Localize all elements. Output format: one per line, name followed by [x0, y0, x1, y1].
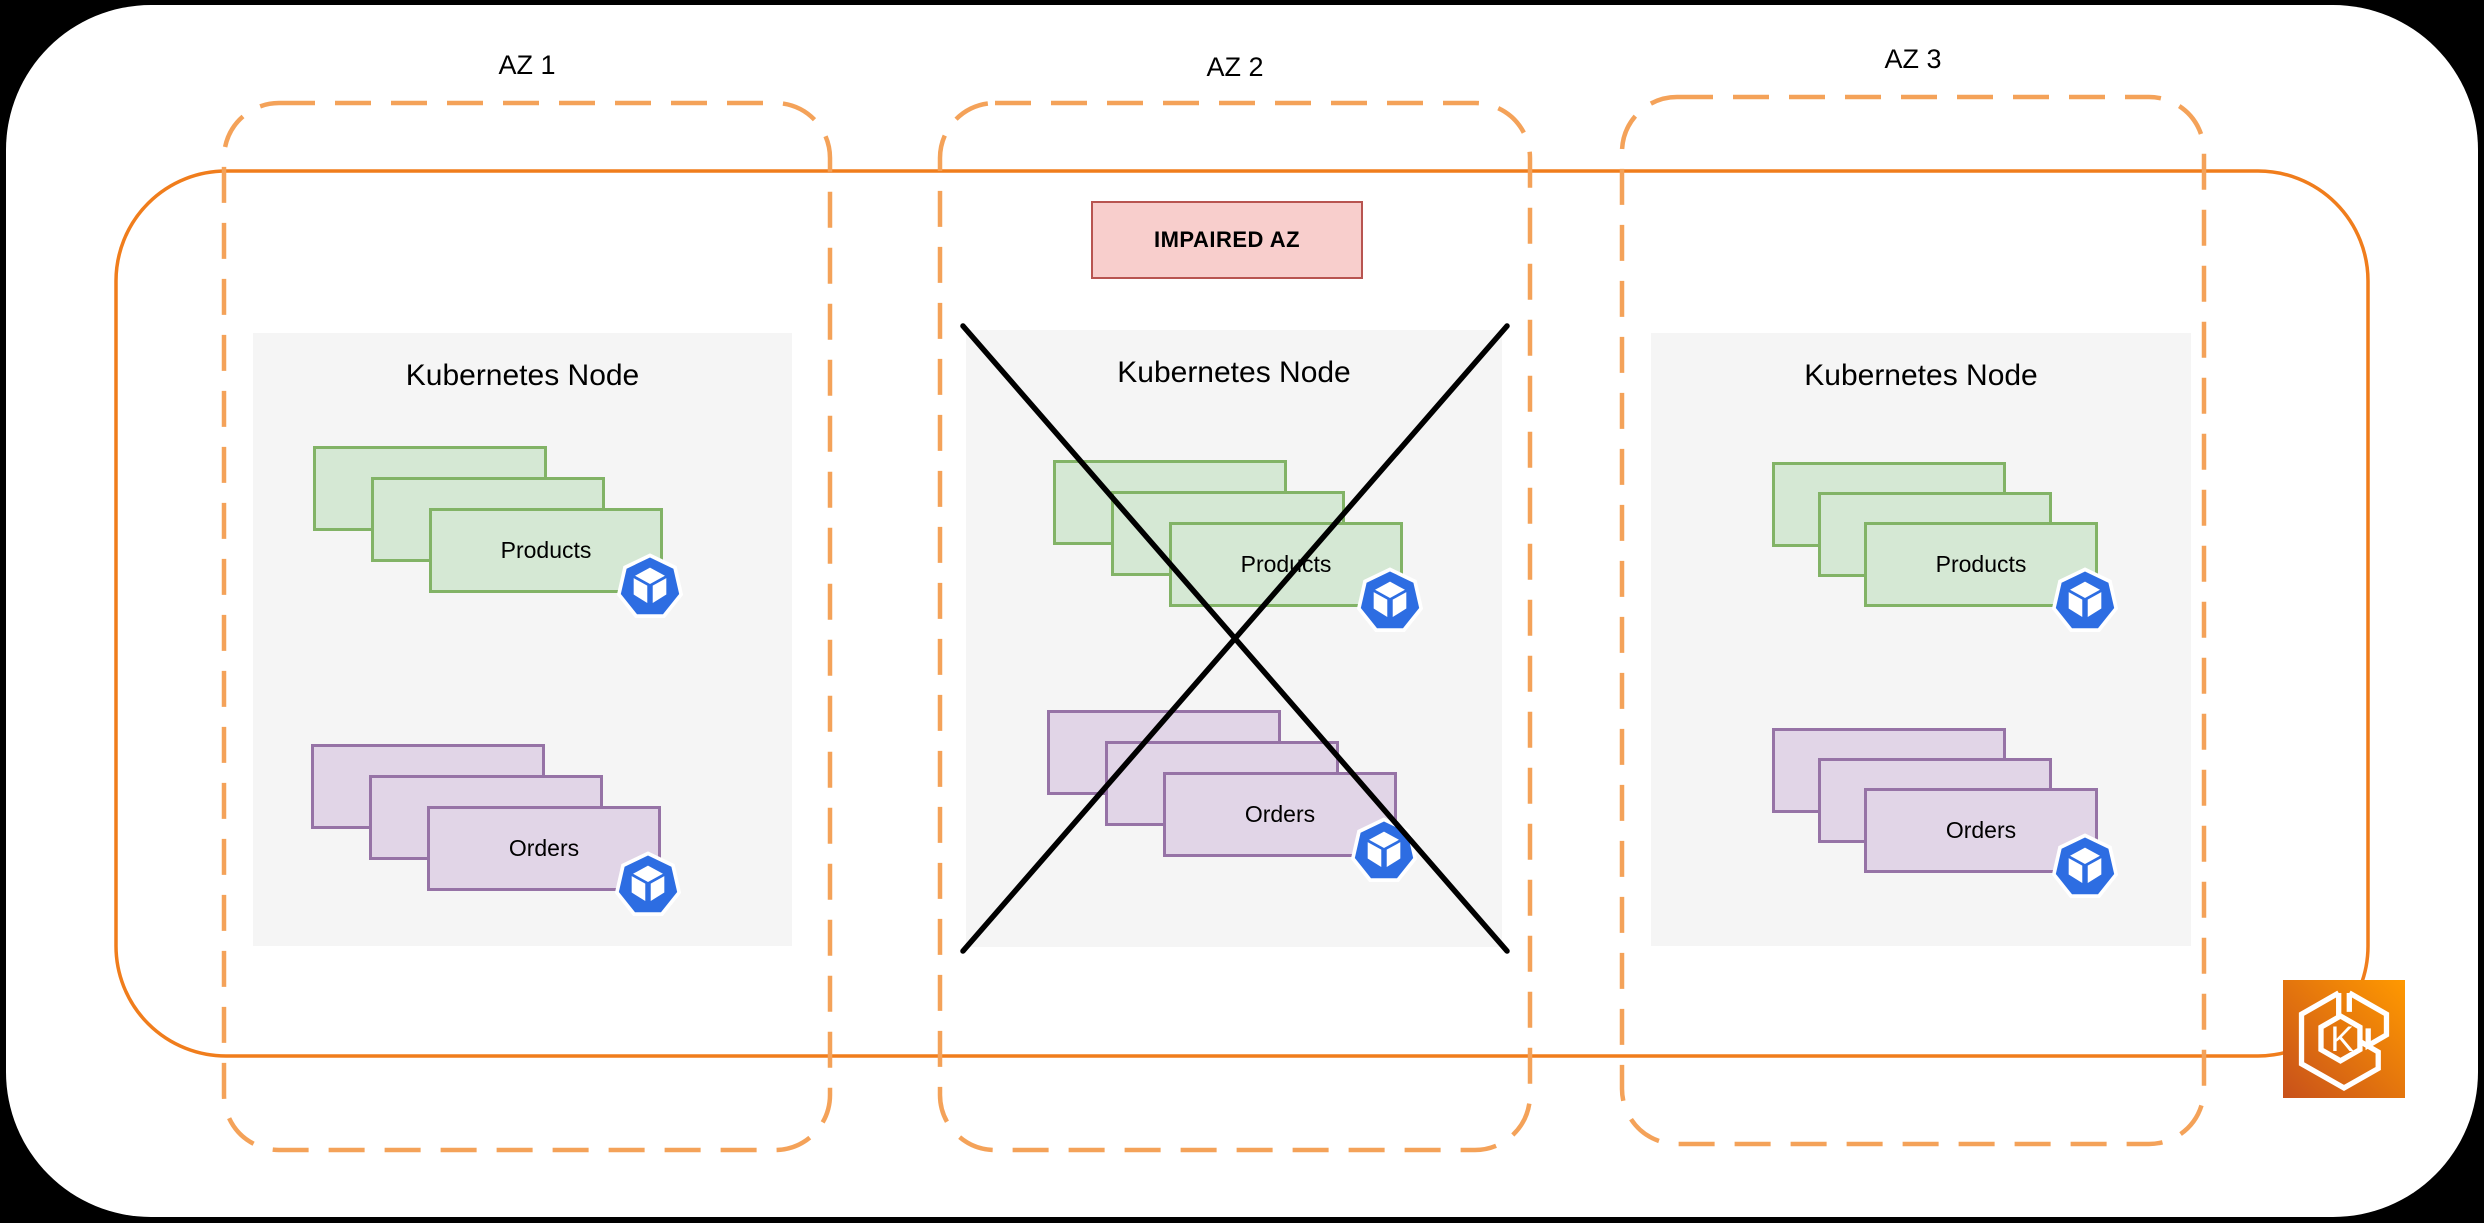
az1-node-title: Kubernetes Node: [405, 359, 640, 392]
products-label: Products: [1935, 551, 2027, 577]
kubernetes-pod-icon: [1356, 567, 1424, 632]
kubernetes-pod-icon: [614, 851, 682, 916]
az1-products-stack: Products: [313, 446, 684, 618]
az2-products-stack: Products: [1053, 460, 1424, 632]
az1-label: AZ 1: [498, 50, 556, 80]
az2-orders-stack: Orders: [1047, 710, 1418, 882]
products-label: Products: [500, 537, 592, 563]
az3-products-stack: Products: [1772, 462, 2119, 632]
kubernetes-pod-icon: [616, 553, 684, 618]
products-label: Products: [1240, 551, 1332, 577]
eks-icon: K: [2283, 980, 2405, 1098]
kubernetes-pod-icon: [2051, 567, 2119, 632]
az3-orders-stack: Orders: [1772, 728, 2119, 898]
az1-orders-stack: Orders: [311, 744, 682, 916]
kubernetes-pod-icon: [1350, 817, 1418, 882]
orders-label: Orders: [1244, 801, 1316, 827]
impaired-az-badge: IMPAIRED AZ: [1091, 201, 1363, 279]
az3-label: AZ 3: [1884, 44, 1942, 74]
az2-label: AZ 2: [1206, 52, 1264, 82]
orders-label: Orders: [508, 835, 580, 861]
az3-node-title: Kubernetes Node: [1804, 359, 2038, 392]
eks-k-letter: K: [2330, 1020, 2354, 1059]
orders-label: Orders: [1945, 817, 2017, 843]
az2-node-title: Kubernetes Node: [1117, 356, 1351, 389]
eks-hexagon-glyph: K: [2298, 990, 2390, 1092]
kubernetes-pod-icon: [2051, 833, 2119, 898]
